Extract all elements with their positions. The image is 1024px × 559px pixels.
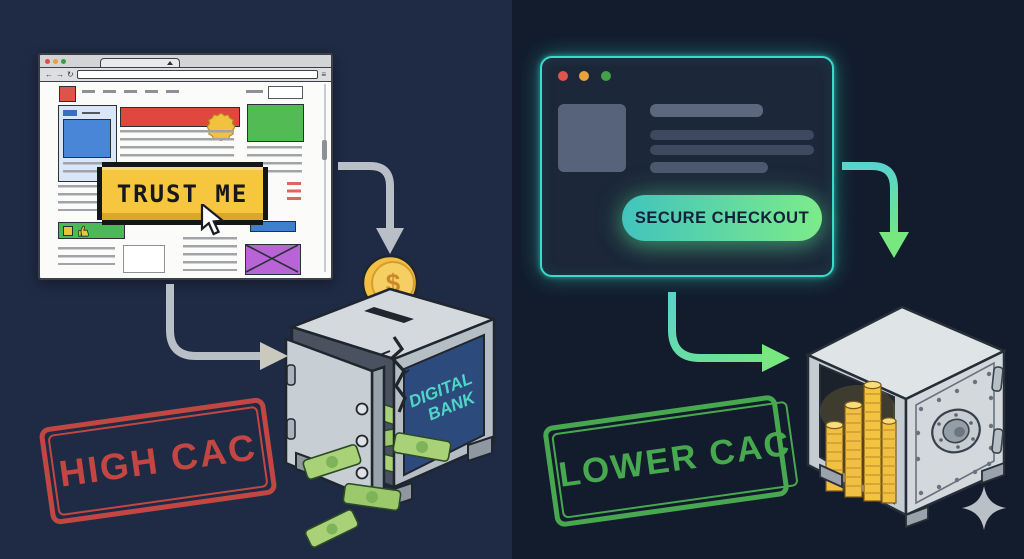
red-list-lines: [287, 182, 301, 203]
text-line: [246, 90, 263, 93]
trust-me-label: TRUST ME: [116, 179, 249, 208]
forward-icon: →: [56, 69, 64, 79]
text-lines: [58, 247, 115, 265]
text-bar-placeholder: [650, 162, 768, 173]
right-browser-window: SECURE CHECKOUT: [540, 56, 834, 277]
menu-icon: ≡: [321, 69, 326, 79]
blue-link-bar: [250, 221, 296, 232]
text-lines: [183, 237, 237, 271]
widget-image: [63, 119, 111, 158]
url-bar: [76, 70, 319, 79]
engagement-bar: [58, 222, 125, 239]
text-bar-placeholder: [650, 145, 814, 155]
sidebar-widget: [58, 105, 117, 182]
left-browser-window: ← → ↻ ≡: [38, 53, 333, 280]
text-dashes: [82, 90, 182, 93]
trust-me-button[interactable]: TRUST ME: [102, 167, 263, 220]
text-line: [82, 112, 100, 114]
back-icon: ←: [45, 69, 53, 79]
traffic-light-red-icon: [45, 58, 50, 64]
text-bar-placeholder: [650, 130, 814, 140]
traffic-light-yellow-icon: [579, 71, 590, 81]
title-bar-placeholder: [650, 104, 763, 117]
empty-image-box: [123, 245, 165, 273]
secure-checkout-label: SECURE CHECKOUT: [634, 208, 810, 227]
tab-caret-icon: [167, 61, 173, 65]
ad-block-red: [59, 86, 76, 102]
broken-image-block: [245, 244, 301, 275]
right-browser-titlebar: [558, 68, 618, 86]
left-browser-titlebar: [40, 55, 331, 68]
traffic-light-red-icon: [558, 71, 568, 81]
traffic-light-yellow-icon: [53, 58, 58, 64]
product-image-placeholder: [558, 104, 626, 172]
scrollbar-thumb[interactable]: [322, 140, 327, 160]
secure-checkout-button[interactable]: SECURE CHECKOUT: [622, 195, 822, 241]
scrollbar-track[interactable]: [324, 84, 326, 272]
left-page-content: TRUST ME: [40, 82, 331, 275]
green-image-block: [247, 104, 304, 142]
traffic-light-green-icon: [600, 71, 611, 81]
left-browser-toolbar: ← → ↻ ≡: [40, 68, 331, 82]
widget-chip: [63, 110, 77, 116]
browser-tab: [100, 58, 180, 67]
small-button-outline: [268, 86, 303, 99]
thumbs-up-icon: [78, 225, 90, 237]
refresh-icon: ↻: [67, 69, 74, 79]
traffic-light-green-icon: [61, 58, 66, 64]
text-lines: [120, 130, 234, 168]
emoji-square-icon: [63, 225, 73, 236]
text-lines: [63, 162, 109, 176]
x-cross-icon: [245, 244, 299, 273]
cursor-icon: [200, 204, 226, 236]
